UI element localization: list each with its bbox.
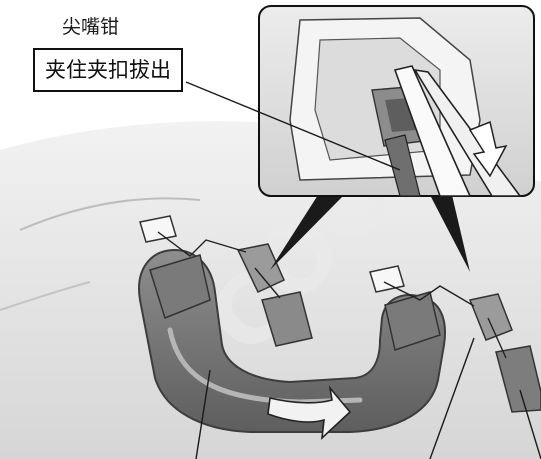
rotate-down-arrow	[267, 385, 352, 441]
left-clip-lower	[261, 291, 313, 347]
inset-detail	[258, 5, 535, 197]
tool-label: 尖嘴钳	[62, 16, 120, 38]
leader-lines	[195, 337, 541, 459]
headliner-lower-edge	[0, 281, 91, 311]
left-clip-upper	[236, 243, 285, 293]
right-handle-end	[384, 291, 441, 351]
connector-lines	[157, 231, 507, 359]
left-cap-cover	[139, 215, 177, 243]
action-label-box: 夹住夹扣拔出	[33, 48, 183, 92]
right-clip-upper	[468, 293, 513, 341]
left-handle-end	[149, 254, 211, 319]
headliner-contour	[19, 197, 201, 231]
right-clip-lower	[495, 345, 541, 413]
callout-wedge-right	[430, 195, 470, 272]
label-leader-line	[185, 81, 401, 171]
callout-wedge-left	[270, 195, 344, 270]
right-cap-cover	[369, 265, 405, 293]
